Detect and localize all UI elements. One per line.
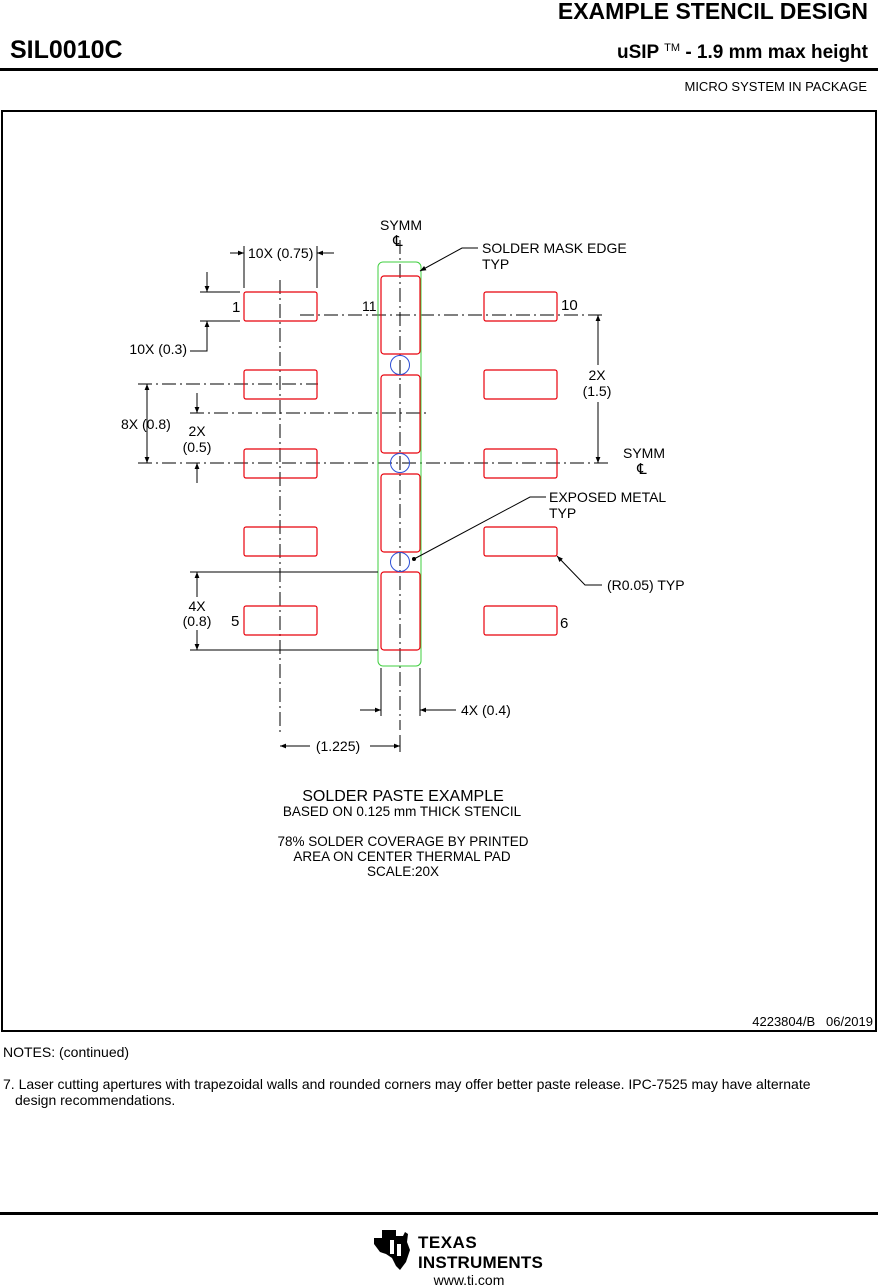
via-2 xyxy=(390,453,410,473)
centerline-symbol-top: ℄ xyxy=(392,233,403,250)
dim-pitch: 8X (0.8) xyxy=(121,416,171,432)
via-3 xyxy=(390,552,410,572)
thermal-aperture-2 xyxy=(380,374,421,454)
pin-label-5: 5 xyxy=(231,613,239,630)
dim-span-value: (1.5) xyxy=(583,383,612,399)
stencil-drawing: SYMM ℄ SOLDER MASK EDGE TYP 10X (0.75) 1… xyxy=(121,217,873,1029)
pin-label-1: 1 xyxy=(232,299,240,316)
drawing-number: 4223804/B 06/2019 xyxy=(752,1014,873,1029)
caption: SOLDER PASTE EXAMPLE BASED ON 0.125 mm T… xyxy=(277,788,528,879)
trademark-mark: TM xyxy=(664,42,681,54)
pad-1 xyxy=(243,291,318,322)
solder-mask-edge-label: SOLDER MASK EDGE xyxy=(482,240,627,256)
radius-label: (R0.05) TYP xyxy=(607,577,685,593)
dim-gap-value: (0.5) xyxy=(183,439,212,455)
pin-label-6: 6 xyxy=(560,615,568,632)
radius-leader xyxy=(556,555,602,586)
dim-pad-width: 10X (0.3) xyxy=(129,341,187,357)
thermal-aperture-1 xyxy=(380,275,421,355)
pad-2 xyxy=(243,369,318,400)
package-name: uSIP TM - 1.9 mm max height xyxy=(617,42,868,64)
pad-7 xyxy=(483,526,558,557)
symm-right-label: SYMM xyxy=(623,445,665,461)
thermal-aperture-4 xyxy=(380,571,421,651)
dim-pad-length: 10X (0.75) xyxy=(248,245,313,261)
pad-10 xyxy=(483,291,558,322)
dim-span-count: 2X xyxy=(588,367,606,383)
notes-heading: NOTES: (continued) xyxy=(3,1044,130,1060)
drawing-frame xyxy=(1,110,877,1032)
ti-logo-letters xyxy=(390,1240,401,1256)
part-number: SIL0010C xyxy=(10,36,123,64)
pad-9 xyxy=(483,369,558,400)
caption-line-3: AREA ON CENTER THERMAL PAD xyxy=(293,849,511,864)
ti-logo-line-2: INSTRUMENTS xyxy=(418,1253,543,1272)
thermal-aperture-3 xyxy=(380,473,421,553)
document-title: EXAMPLE STENCIL DESIGN xyxy=(557,0,868,24)
ti-logo-line-1: TEXAS xyxy=(418,1233,477,1252)
pin-label-10: 10 xyxy=(561,297,578,314)
header-rule xyxy=(0,68,878,71)
dim-gap-count: 2X xyxy=(188,423,206,439)
dimension-lines xyxy=(144,246,602,752)
dim-arrow xyxy=(190,321,210,352)
pad-3 xyxy=(243,448,318,479)
dim-paste-count: 4X xyxy=(188,598,206,614)
exposed-metal-typ-label: TYP xyxy=(549,505,576,521)
pad-8 xyxy=(483,448,558,479)
drawing-labels: SYMM ℄ SOLDER MASK EDGE TYP 10X (0.75) 1… xyxy=(121,217,685,754)
dim-thermal-width: 4X (0.4) xyxy=(461,702,511,718)
ti-logo: TEXAS INSTRUMENTS xyxy=(374,1230,543,1272)
notes-section: NOTES: (continued) 7. Laser cutting aper… xyxy=(3,1044,811,1108)
center-lines xyxy=(138,240,610,735)
via-1 xyxy=(390,355,410,375)
ti-website-link[interactable]: www.ti.com xyxy=(433,1272,505,1288)
right-pads xyxy=(483,291,558,636)
solder-mask-outline xyxy=(377,261,422,667)
footer-rule xyxy=(0,1212,878,1215)
package-description: MICRO SYSTEM IN PACKAGE xyxy=(684,79,867,94)
exposed-metal-label: EXPOSED METAL xyxy=(549,489,666,505)
package-height: - 1.9 mm max height xyxy=(680,42,868,63)
pad-5 xyxy=(243,605,318,636)
symm-top-label: SYMM xyxy=(380,217,422,233)
pin-label-11: 11 xyxy=(362,298,377,314)
centerline-symbol-right: ℄ xyxy=(636,461,647,478)
thermal-paste-apertures xyxy=(380,275,421,651)
solder-mask-typ-label: TYP xyxy=(482,256,509,272)
caption-line-1: BASED ON 0.125 mm THICK STENCIL xyxy=(283,804,522,819)
caption-line-2: 78% SOLDER COVERAGE BY PRINTED xyxy=(277,834,528,849)
left-pads xyxy=(243,291,318,636)
package-name-text: uSIP xyxy=(616,42,659,63)
thermal-vias xyxy=(390,355,410,572)
caption-line-4: SCALE:20X xyxy=(367,864,439,879)
pad-4 xyxy=(243,526,318,557)
note-7-line-1: 7. Laser cutting apertures with trapezoi… xyxy=(3,1076,811,1092)
dim-offset: (1.225) xyxy=(316,738,360,754)
note-7-line-2: design recommendations. xyxy=(15,1092,176,1108)
exposed-metal-dot xyxy=(412,557,416,561)
solder-mask-leader xyxy=(419,247,478,272)
caption-title: SOLDER PASTE EXAMPLE xyxy=(302,788,504,805)
exposed-metal-leader xyxy=(413,496,546,560)
pad-6 xyxy=(483,605,558,636)
dim-paste-value: (0.8) xyxy=(183,613,212,629)
